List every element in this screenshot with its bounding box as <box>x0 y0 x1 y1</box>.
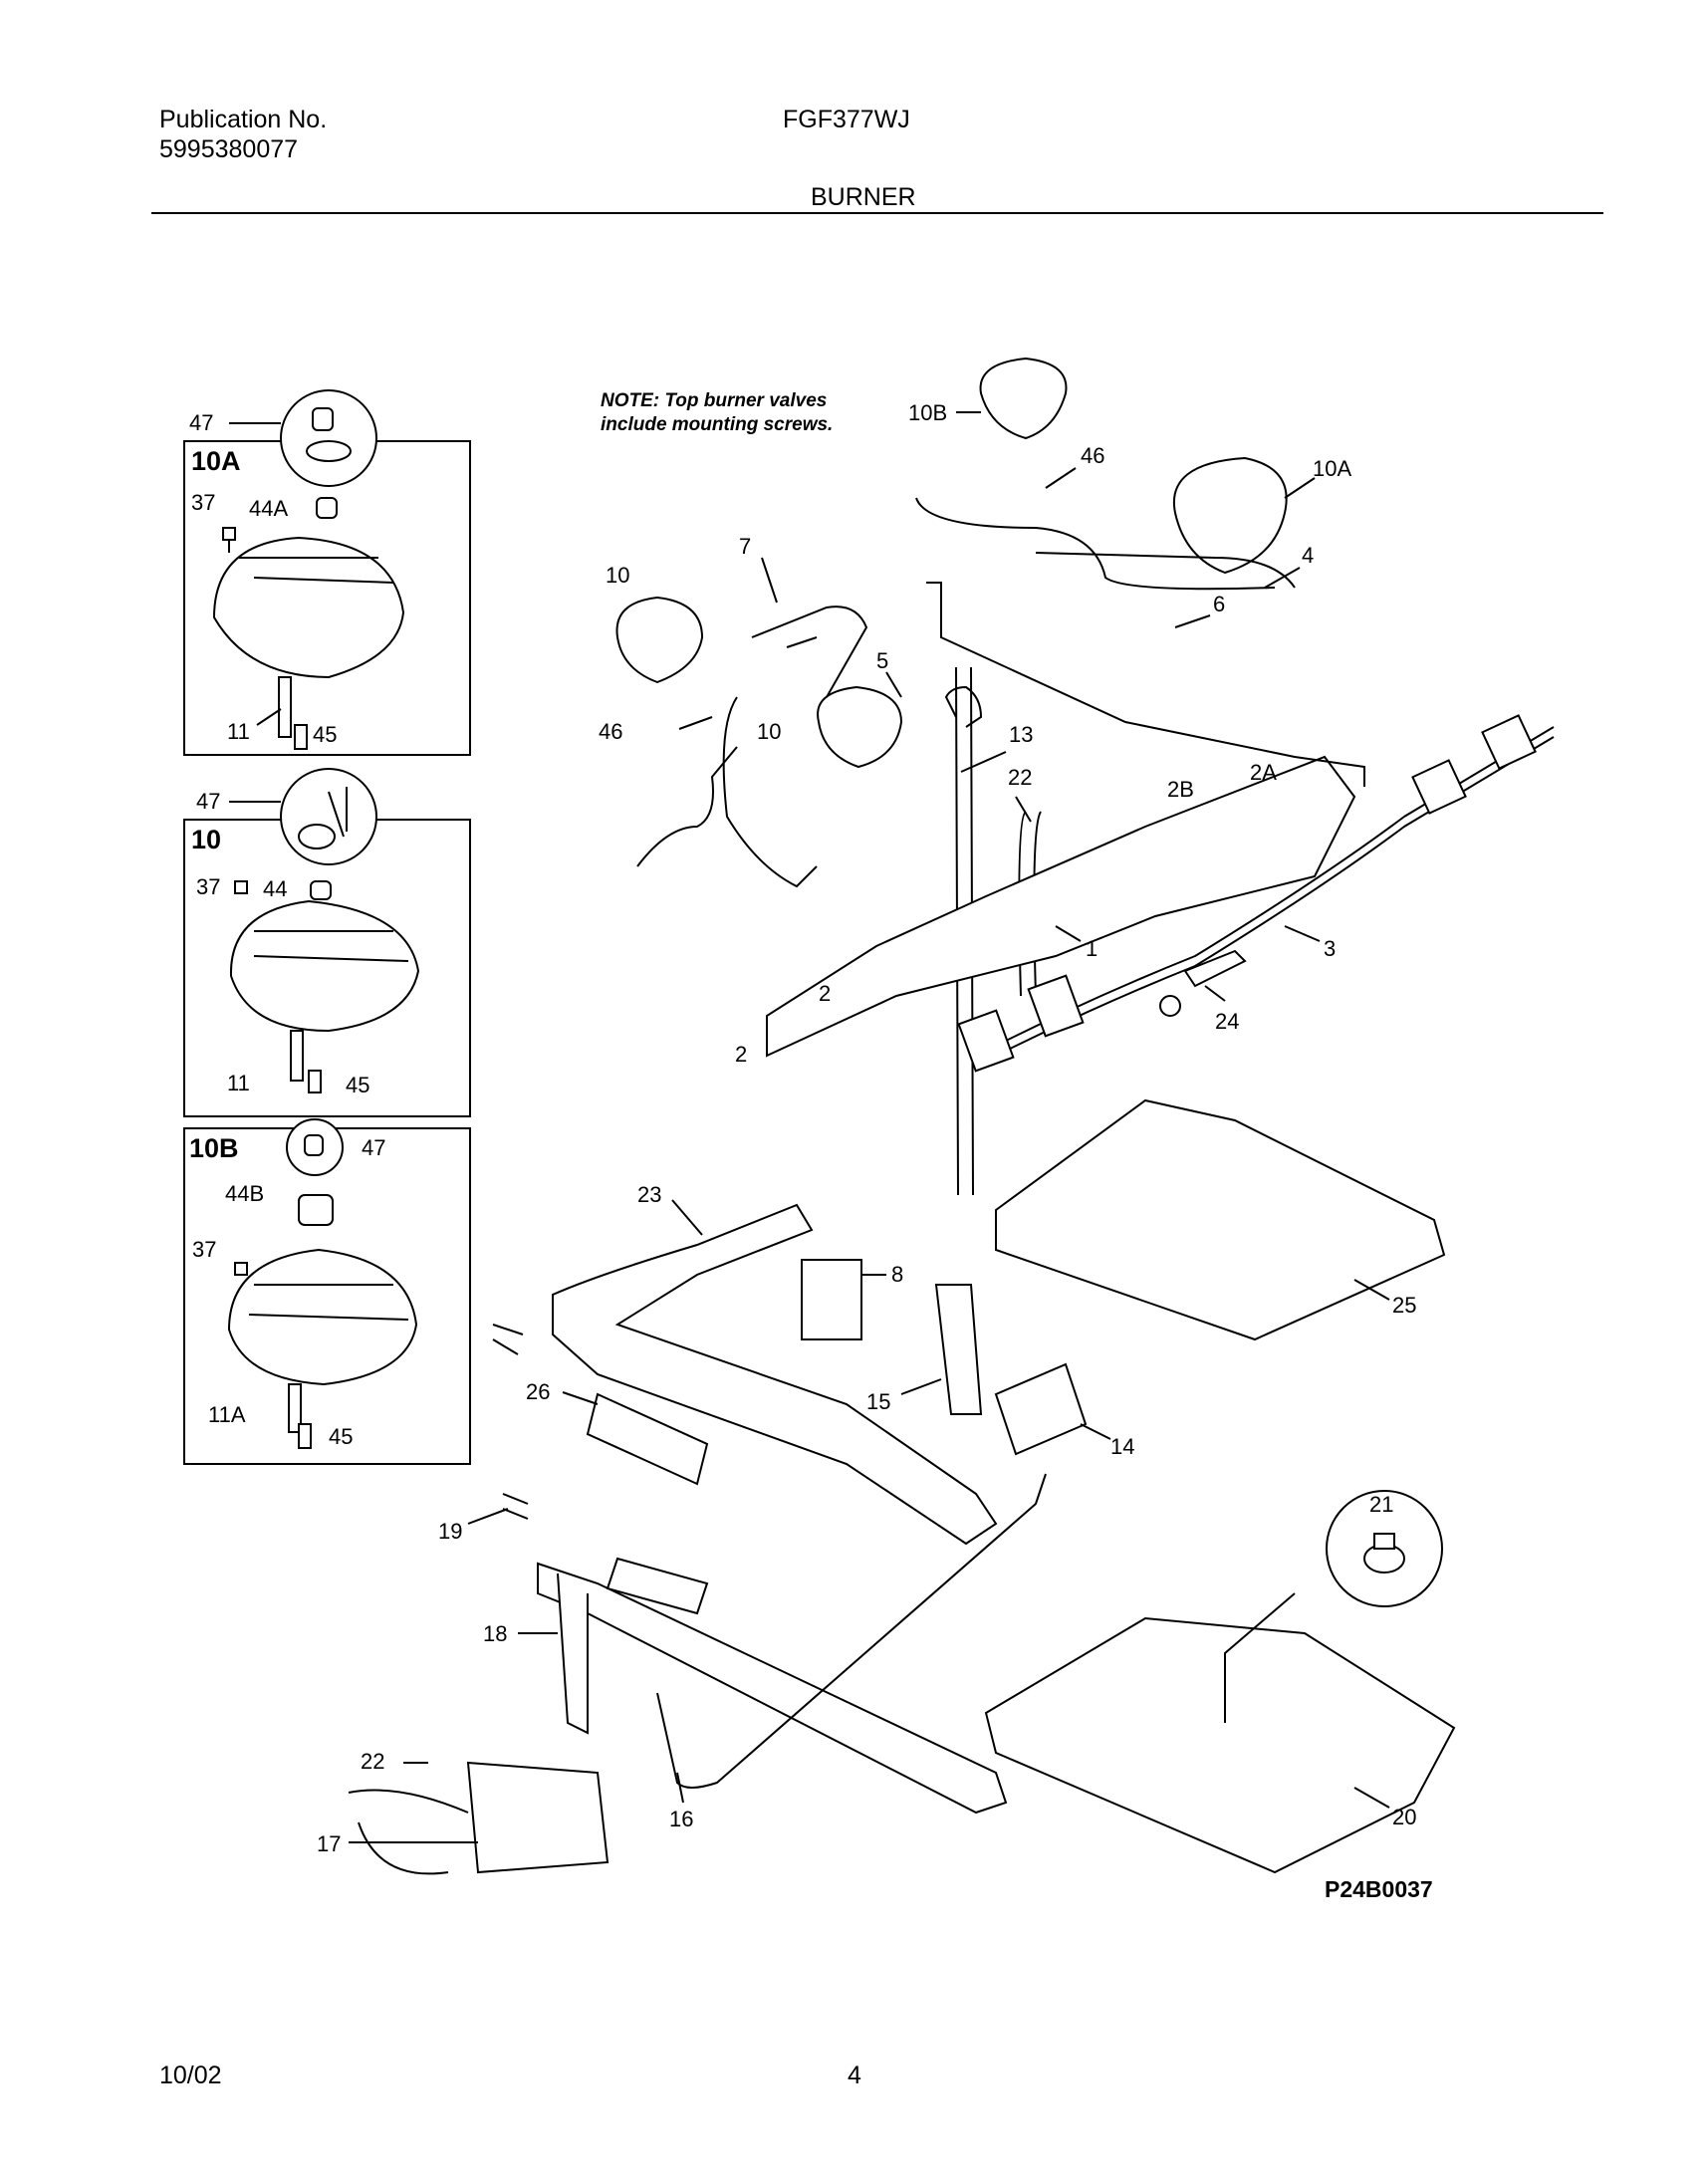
inset-10-title: 10 <box>191 825 221 854</box>
footer-date: 10/02 <box>159 2061 222 2089</box>
inset-10-label-47: 47 <box>196 789 220 814</box>
inset-10a-label-44a: 44A <box>249 496 288 521</box>
callout-46-left: 46 <box>599 719 622 744</box>
inset-10-label-37: 37 <box>196 874 220 899</box>
inset-10 <box>183 768 471 1117</box>
callout-2-lower: 2 <box>735 1042 747 1067</box>
callout-18: 18 <box>483 1621 507 1646</box>
diagram-code: P24B0037 <box>1325 1876 1433 1902</box>
inset-10b-label-11a: 11A <box>208 1402 246 1427</box>
callout-14: 14 <box>1110 1434 1134 1459</box>
main-assembly <box>348 357 1555 1875</box>
callout-4: 4 <box>1302 543 1314 568</box>
note-line-1: NOTE: Top burner valves <box>601 390 827 411</box>
callout-17: 17 <box>317 1831 341 1856</box>
note-line-2: include mounting screws. <box>601 414 833 435</box>
inset-10b-label-44b: 44B <box>225 1181 264 1206</box>
callout-10-center: 10 <box>757 719 781 744</box>
callout-22-top: 22 <box>1008 765 1032 790</box>
header-rule <box>151 212 1603 214</box>
callout-2b: 2B <box>1167 777 1194 802</box>
callout-10-left: 10 <box>606 563 629 588</box>
model-number: FGF377WJ <box>783 106 910 133</box>
inset-10b-label-37: 37 <box>192 1237 216 1262</box>
callout-2a: 2A <box>1250 760 1277 785</box>
callout-22-bottom: 22 <box>361 1749 384 1774</box>
callout-25: 25 <box>1392 1293 1416 1318</box>
callout-15: 15 <box>866 1389 890 1414</box>
callout-21: 21 <box>1369 1492 1393 1517</box>
callout-7: 7 <box>739 534 751 559</box>
callout-23: 23 <box>637 1182 661 1207</box>
inset-10b-label-45: 45 <box>329 1424 353 1449</box>
inset-10b <box>183 1118 471 1465</box>
callout-24: 24 <box>1215 1009 1239 1034</box>
inset-10-label-44: 44 <box>263 876 287 901</box>
callout-3: 3 <box>1324 936 1336 961</box>
publication-number: 5995380077 <box>159 135 299 163</box>
inset-10-label-11: 11 <box>227 1071 250 1095</box>
callout-2-upper: 2 <box>819 981 831 1006</box>
inset-10a-title: 10A <box>191 446 241 476</box>
callout-10b: 10B <box>908 400 947 425</box>
inset-10a <box>183 389 471 756</box>
callout-46-top: 46 <box>1081 443 1104 468</box>
inset-10a-label-37: 37 <box>191 490 215 515</box>
inset-10a-label-11: 11 <box>227 719 250 744</box>
callout-leaders <box>349 411 1390 1843</box>
inset-10b-label-47: 47 <box>362 1135 385 1160</box>
callout-1: 1 <box>1086 936 1098 961</box>
callout-20: 20 <box>1392 1805 1416 1829</box>
callout-10a: 10A <box>1313 456 1351 481</box>
publication-label: Publication No. <box>159 106 328 133</box>
page-number: 4 <box>848 2061 861 2089</box>
callout-8: 8 <box>891 1262 903 1287</box>
callout-26: 26 <box>526 1379 550 1404</box>
inset-10-label-45: 45 <box>346 1073 369 1097</box>
inset-10b-title: 10B <box>189 1133 239 1163</box>
callout-6: 6 <box>1213 592 1225 616</box>
inset-10a-label-45: 45 <box>313 722 337 747</box>
callout-5: 5 <box>876 648 888 673</box>
callout-13: 13 <box>1009 722 1033 747</box>
callout-19: 19 <box>438 1519 462 1544</box>
section-title: BURNER <box>811 183 916 211</box>
inset-10a-label-47: 47 <box>189 410 213 435</box>
callout-16: 16 <box>669 1807 693 1831</box>
